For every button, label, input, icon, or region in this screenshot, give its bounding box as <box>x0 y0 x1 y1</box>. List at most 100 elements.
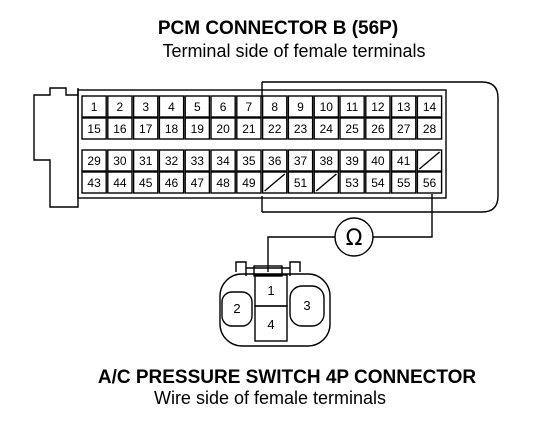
pcm-terminal-48: 48 <box>216 176 230 190</box>
pcm-terminal-cell <box>390 117 417 140</box>
pcm-terminal-cell <box>261 171 288 194</box>
switch-connector-title: A/C PRESSURE SWITCH 4P CONNECTOR <box>98 367 477 388</box>
pcm-terminal-34: 34 <box>216 154 230 168</box>
pcm-terminal-cell <box>210 117 236 140</box>
pcm-terminal-38: 38 <box>320 154 334 168</box>
pcm-blank-terminal-mark <box>264 173 286 192</box>
pcm-terminal-26: 26 <box>371 122 385 136</box>
probe-lead-pcm <box>373 194 433 238</box>
pcm-terminal-7: 7 <box>246 100 253 114</box>
pcm-terminal-cell <box>236 117 262 140</box>
pcm-terminal-13: 13 <box>397 100 411 114</box>
pcm-terminal-24: 24 <box>320 122 334 136</box>
pcm-terminal-cell <box>107 117 133 140</box>
pcm-terminal-cell <box>107 171 133 194</box>
pcm-terminal-cell <box>184 117 211 140</box>
pcm-terminal-27: 27 <box>397 122 411 136</box>
switch-terminal-1: 1 <box>267 283 274 298</box>
pcm-terminal-cell <box>184 171 211 194</box>
pcm-terminal-29: 29 <box>87 154 101 168</box>
pcm-terminal-cell <box>261 95 288 118</box>
pcm-terminal-cell <box>339 95 365 118</box>
switch-lock-tab <box>235 261 301 272</box>
pcm-terminal-cell <box>107 95 133 118</box>
pcm-connector-title: PCM CONNECTOR B (56P) <box>158 18 398 39</box>
pcm-terminal-22: 22 <box>268 122 282 136</box>
pcm-terminal-cell <box>236 149 262 172</box>
pcm-blank-terminal-mark <box>315 173 337 192</box>
pcm-terminal-cell <box>365 171 391 194</box>
pcm-terminal-28: 28 <box>423 122 437 136</box>
pcm-terminal-cell <box>261 117 288 140</box>
switch-terminal-4: 4 <box>267 317 274 332</box>
pcm-terminal-cell <box>416 117 443 140</box>
pcm-terminal-3: 3 <box>142 100 149 114</box>
pcm-terminal-cell <box>236 171 262 194</box>
pcm-terminal-9: 9 <box>297 100 304 114</box>
pcm-terminal-31: 31 <box>139 154 153 168</box>
switch-terminal-4-cavity <box>254 305 288 342</box>
pcm-terminal-cell <box>313 117 340 140</box>
pcm-terminal-cell <box>132 149 159 172</box>
pcm-terminal-4: 4 <box>168 100 175 114</box>
pcm-terminal-cell <box>313 95 340 118</box>
pcm-terminal-15: 15 <box>87 122 101 136</box>
pcm-terminal-16: 16 <box>113 122 127 136</box>
pcm-terminal-cell <box>81 117 107 140</box>
pcm-terminal-cell <box>287 117 314 140</box>
pcm-terminal-23: 23 <box>294 122 308 136</box>
pcm-terminal-21: 21 <box>242 122 256 136</box>
switch-cavity-left <box>221 291 253 327</box>
pcm-terminal-cell <box>390 171 417 194</box>
pcm-terminal-cell <box>81 149 107 172</box>
pcm-terminal-47: 47 <box>191 176 205 190</box>
pcm-blank-terminal-mark <box>418 151 441 170</box>
probe-lead-switch <box>267 236 335 272</box>
pcm-terminal-18: 18 <box>165 122 179 136</box>
pcm-terminal-cell <box>287 171 314 194</box>
switch-connector-subtitle: Wire side of female terminals <box>154 388 386 408</box>
pcm-terminal-cell <box>184 149 211 172</box>
pcm-connector-subtitle: Terminal side of female terminals <box>162 41 425 61</box>
pcm-terminal-49: 49 <box>242 176 256 190</box>
ohmmeter: Ω <box>267 194 433 272</box>
pcm-terminal-cell <box>365 117 391 140</box>
pcm-terminal-cell <box>184 95 211 118</box>
switch-terminal-2: 2 <box>233 301 240 316</box>
pcm-terminal-46: 46 <box>165 176 179 190</box>
pcm-terminal-55: 55 <box>397 176 411 190</box>
pcm-terminal-cell <box>132 117 159 140</box>
pcm-terminal-cell <box>107 149 133 172</box>
pcm-terminal-cell <box>339 117 365 140</box>
pcm-terminal-cell <box>313 171 340 194</box>
pcm-terminal-8: 8 <box>271 100 278 114</box>
pcm-terminal-10: 10 <box>320 100 334 114</box>
pcm-terminal-17: 17 <box>139 122 153 136</box>
pcm-terminal-cell <box>390 95 417 118</box>
pcm-terminal-cell <box>210 171 236 194</box>
pcm-terminal-20: 20 <box>216 122 230 136</box>
pcm-terminal-32: 32 <box>165 154 179 168</box>
pcm-terminal-5: 5 <box>194 100 201 114</box>
pcm-terminal-cell <box>81 95 107 118</box>
pcm-terminal-cell <box>287 149 314 172</box>
pcm-terminal-51: 51 <box>294 176 308 190</box>
pcm-terminal-54: 54 <box>371 176 385 190</box>
pcm-terminal-33: 33 <box>191 154 205 168</box>
pcm-terminal-41: 41 <box>397 154 411 168</box>
pcm-terminal-cell <box>210 95 236 118</box>
ac-pressure-switch-connector: 1 2 3 4 <box>219 261 331 347</box>
pcm-terminal-cell <box>158 117 185 140</box>
pcm-terminal-cell <box>365 95 391 118</box>
switch-connector-body <box>219 273 331 347</box>
pcm-terminal-cell <box>416 149 443 172</box>
switch-terminal-3: 3 <box>303 298 310 313</box>
pcm-terminal-2: 2 <box>117 100 124 114</box>
pcm-terminal-43: 43 <box>87 176 101 190</box>
pcm-connector-shroud <box>262 81 499 213</box>
pcm-terminal-12: 12 <box>371 100 385 114</box>
pcm-terminal-37: 37 <box>294 154 308 168</box>
